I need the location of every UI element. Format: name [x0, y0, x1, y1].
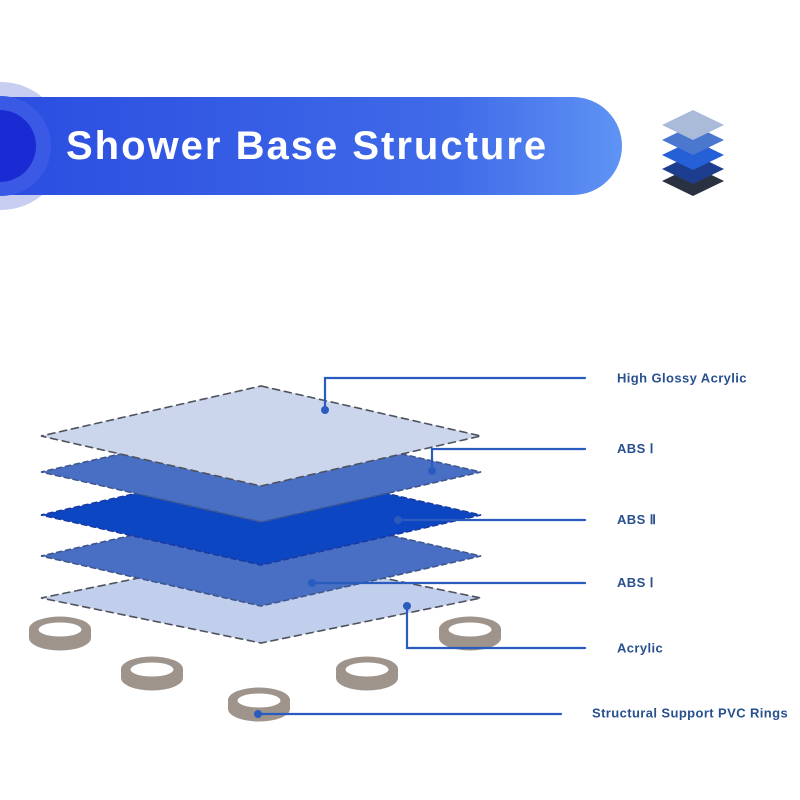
callout-line [405, 604, 587, 650]
layer-label: ABS Ⅰ [617, 441, 654, 456]
layer-label: Structural Support PVC Rings [592, 705, 789, 721]
layer-label: ABS Ⅱ [617, 512, 657, 527]
title-banner: Shower Base Structure [0, 97, 622, 195]
callout-line [323, 376, 587, 412]
callout-dot [254, 710, 262, 718]
pvc-ring [439, 616, 501, 651]
layer-label: ABS Ⅰ [617, 575, 654, 590]
callout-dot [428, 467, 436, 475]
page-title: Shower Base Structure [66, 123, 549, 168]
layer-label: Acrylic [617, 640, 664, 656]
pvc-ring [228, 687, 290, 722]
layer-shape [40, 385, 482, 487]
callout-dot [394, 516, 402, 524]
callout-dot [403, 602, 411, 610]
callout-line [430, 447, 587, 473]
callout-dot [308, 579, 316, 587]
pvc-ring [29, 616, 91, 651]
layer-label: High Glossy Acrylic [617, 370, 747, 386]
layers-icon-layer [662, 110, 724, 140]
pvc-ring [121, 656, 183, 691]
pvc-ring [336, 656, 398, 691]
layers-icon [662, 110, 724, 196]
callout-dot [321, 406, 329, 414]
